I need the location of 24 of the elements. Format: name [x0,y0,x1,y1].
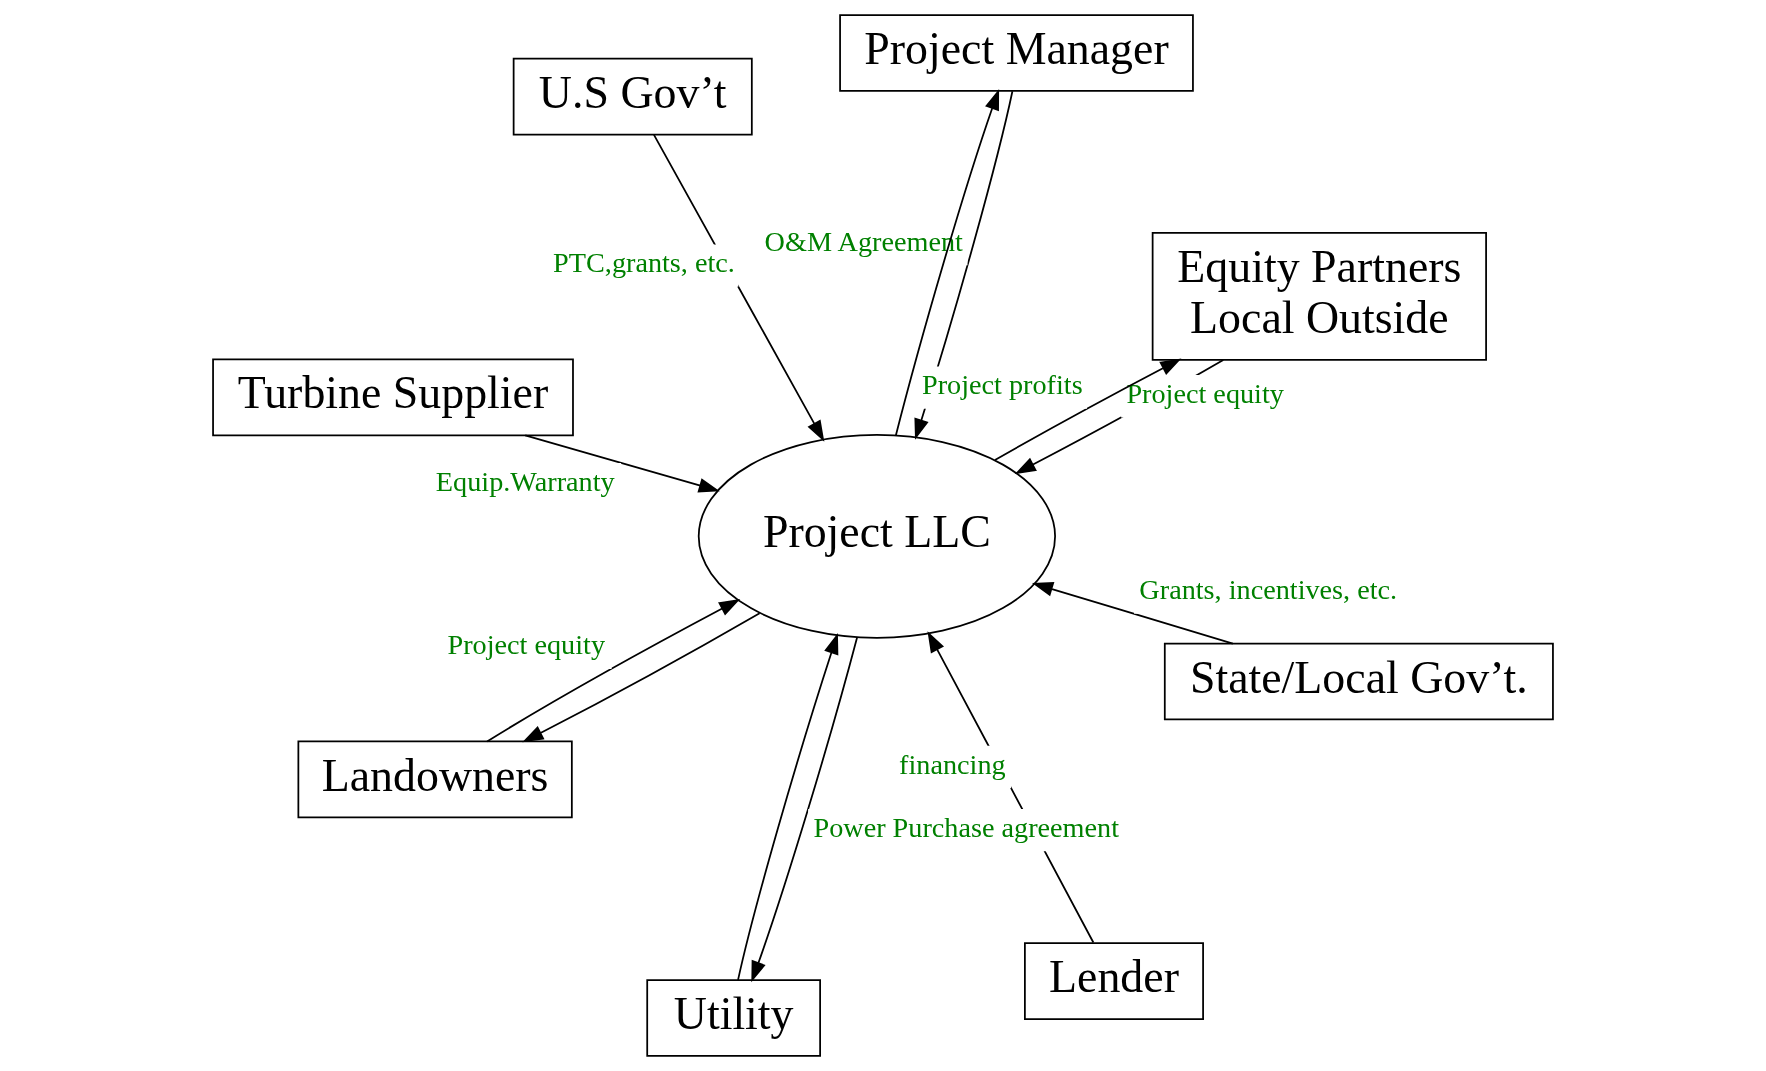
arrow [524,434,720,493]
arrow [486,599,741,743]
arrow [522,612,761,743]
node-box: Utility [646,979,821,1057]
arrow [1031,582,1234,645]
edge-label: Project profits [922,369,1083,401]
edge-label: PTC,grants, etc. [553,247,735,279]
edge-label: Power Purchase agreement [813,811,1120,843]
node-box: Project Manager [839,14,1194,92]
edge-label: Grants, incentives, etc. [1139,574,1398,606]
edge-label: Equip.Warranty [435,465,615,497]
arrow [751,636,859,983]
node-box: State/Local Gov’t. [1163,642,1554,721]
edge-label: financing [899,748,1006,780]
edge-label: Project equity [447,629,606,661]
node-box: Landowners [297,740,573,819]
node-box: U.S Gov’t [512,57,753,136]
arrow [895,88,1000,437]
edge-label: Project equity [1126,377,1284,409]
arrow [737,632,839,981]
node-box: Lender [1024,942,1204,1020]
node-box: Equity Partners Local Outside [1151,231,1487,361]
arrow [994,358,1182,461]
node-box: Turbine Supplier [212,358,574,437]
